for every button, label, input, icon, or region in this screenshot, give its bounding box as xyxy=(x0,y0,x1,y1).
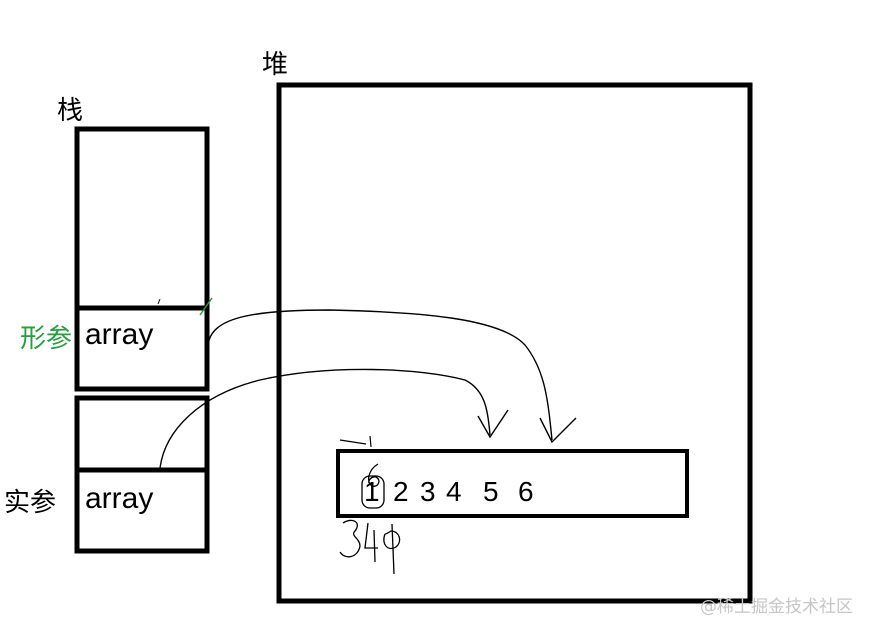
circled-first-element xyxy=(361,475,385,509)
heap-box xyxy=(276,82,753,604)
green-check-stroke xyxy=(199,297,213,316)
stray-stroke xyxy=(157,298,161,305)
watermark: @稀土掘金技术社区 xyxy=(700,597,853,617)
stray-stroke-heap xyxy=(339,435,372,448)
handwritten-address-340 xyxy=(339,519,401,575)
array-element: 3 xyxy=(420,476,436,507)
actual-param-label: 实参 xyxy=(4,488,57,518)
actual-param-reference-arrow xyxy=(159,368,491,469)
heap-array-box xyxy=(336,449,689,518)
actual-param-arrowhead xyxy=(477,409,509,439)
formal-param-arrowhead xyxy=(539,417,577,444)
formal-param-array-var: array xyxy=(85,318,154,351)
array-element: 2 xyxy=(393,476,409,507)
stack-frame-upper xyxy=(74,126,210,392)
actual-param-array-var: array xyxy=(85,482,154,515)
formal-param-label: 形参 xyxy=(20,324,73,354)
stack-frame-lower xyxy=(74,395,210,554)
array-element: 5 xyxy=(483,476,499,507)
array-element: 1 xyxy=(364,476,380,507)
formal-param-reference-arrow xyxy=(207,309,553,441)
stack-label: 栈 xyxy=(57,96,84,126)
heap-label: 堆 xyxy=(262,50,289,80)
array-element: 6 xyxy=(518,476,534,507)
array-element: 4 xyxy=(446,476,462,507)
